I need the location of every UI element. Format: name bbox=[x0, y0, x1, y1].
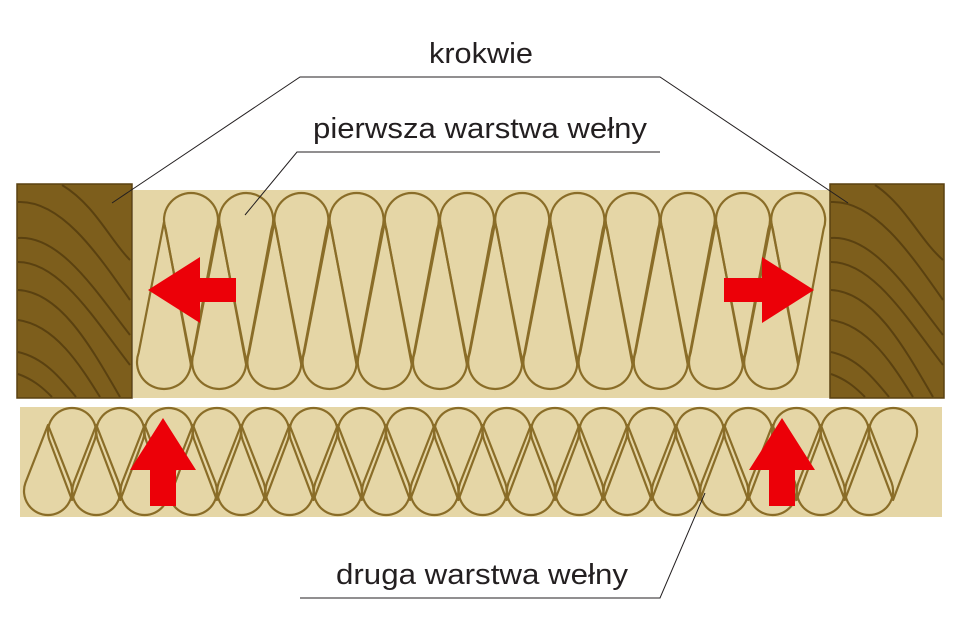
arrow-left-icon bbox=[148, 257, 236, 323]
fiber-loop bbox=[301, 220, 358, 391]
fiber-loop bbox=[191, 220, 248, 391]
second-layer-label: druga warstwa wełny bbox=[336, 559, 629, 591]
fiber-loop bbox=[604, 191, 661, 367]
fiber-loop bbox=[328, 191, 385, 367]
wood-grain bbox=[830, 184, 944, 398]
fiber-loop bbox=[522, 220, 579, 391]
fiber-loop bbox=[632, 220, 689, 391]
fiber-loop bbox=[135, 220, 193, 391]
fiber-loop bbox=[844, 423, 895, 517]
arrow-up-icon bbox=[749, 418, 815, 506]
fiber-loop bbox=[467, 220, 524, 391]
first-layer-label: pierwsza warstwa wełny bbox=[313, 113, 648, 145]
second-layer-leader-line bbox=[300, 492, 706, 599]
rafters-leader-line bbox=[111, 76, 849, 204]
fiber-loop bbox=[770, 191, 827, 367]
wood-grain bbox=[17, 184, 131, 398]
fiber-loop bbox=[687, 220, 745, 391]
arrow-right-icon bbox=[724, 257, 814, 323]
fiber-loop bbox=[494, 191, 551, 367]
fiber-loop bbox=[383, 191, 440, 367]
fiber-loop bbox=[549, 191, 606, 367]
fiber-loop bbox=[356, 220, 413, 391]
fiber-loop bbox=[438, 191, 496, 367]
fiber-loop bbox=[246, 220, 303, 391]
first-layer-fiber-pattern bbox=[135, 191, 827, 391]
fiber-loop bbox=[714, 191, 772, 367]
arrow-up-icon bbox=[130, 418, 196, 506]
fiber-loop bbox=[411, 220, 469, 391]
fiber-loop bbox=[218, 191, 275, 367]
rafters-label: krokwie bbox=[429, 38, 533, 70]
first-layer-leader-line bbox=[244, 151, 660, 216]
fiber-loop bbox=[659, 191, 716, 367]
fiber-loop bbox=[162, 191, 220, 367]
fiber-loop bbox=[743, 220, 800, 391]
fiber-loop bbox=[273, 191, 330, 367]
fiber-loop bbox=[577, 220, 634, 391]
rafter-right bbox=[829, 183, 945, 399]
rafter-left bbox=[16, 183, 133, 399]
